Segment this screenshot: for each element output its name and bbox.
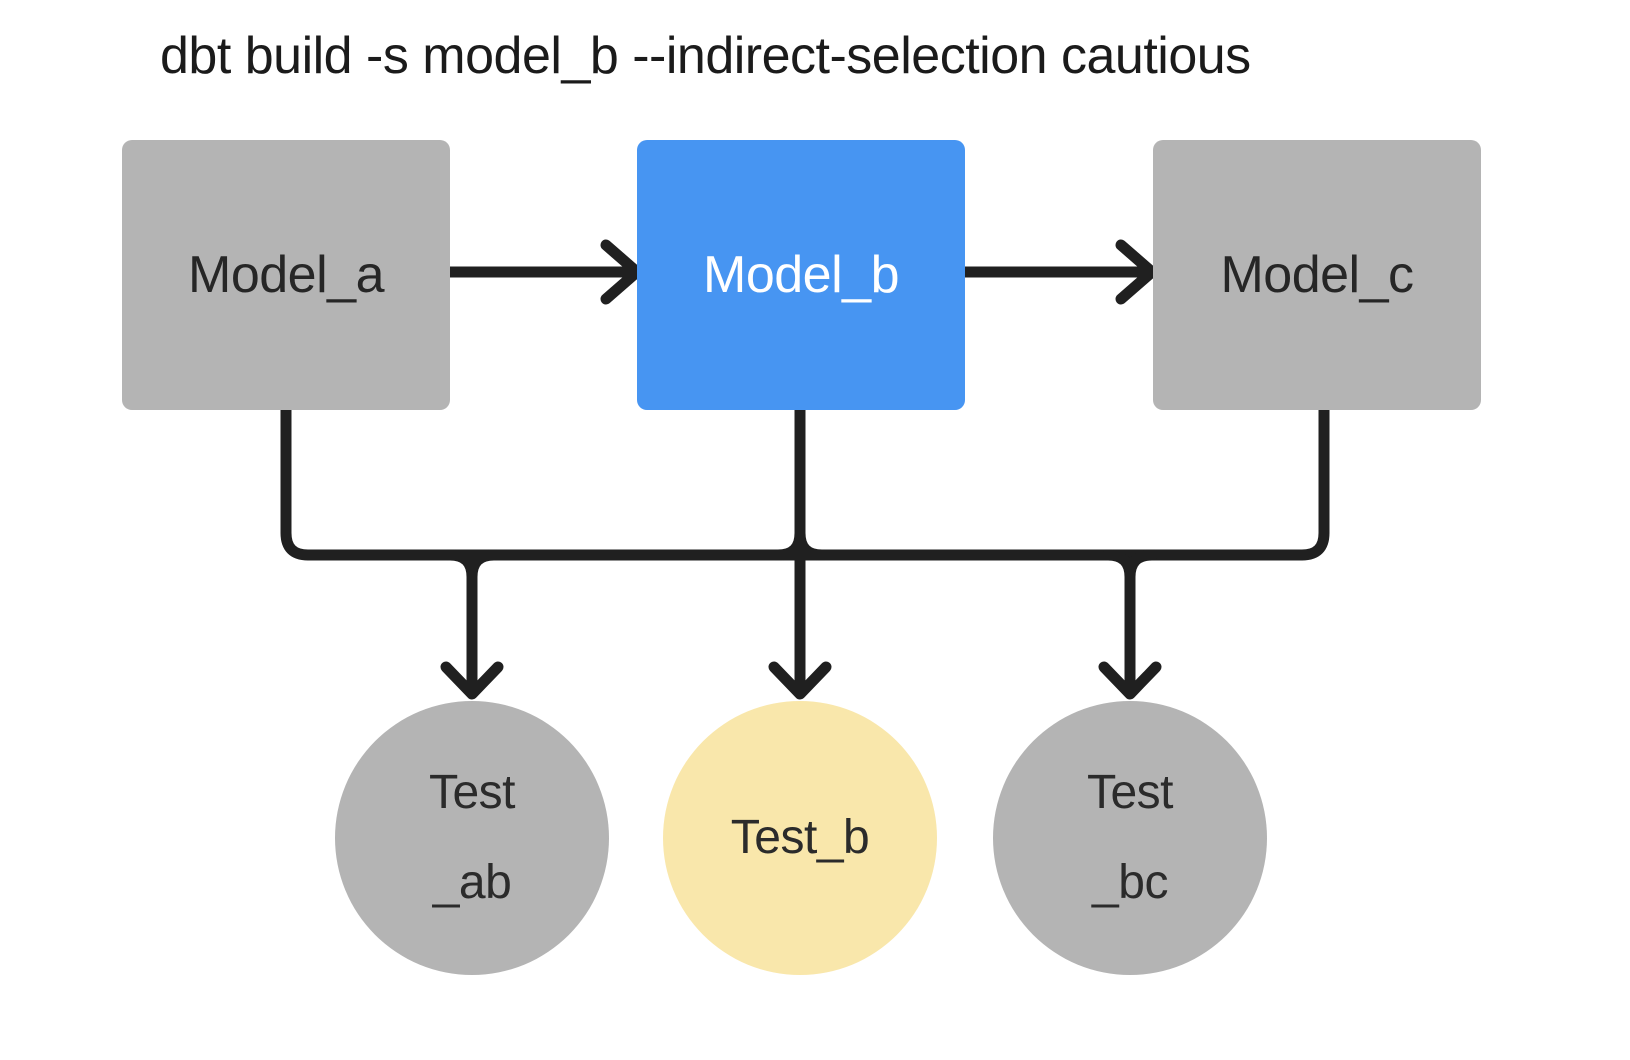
node-test-b-indirect: Test_b [663,701,937,975]
node-test-ab-label-line2: _ab [432,856,512,909]
node-test-ab: Test _ab [335,701,609,975]
node-model-b-selected: Model_b [637,140,965,410]
edge-drop-test-ab [440,549,504,700]
node-test-bc-label-line1: Test [1086,766,1174,819]
node-model-b-label: Model_b [703,246,899,304]
edge-model-b-to-model-c [959,239,1158,305]
node-model-a: Model_a [122,140,450,410]
node-test-bc-label-line2: _bc [1092,856,1168,909]
node-test-b-label-line1: Test_b [730,811,870,864]
node-test-bc: Test _bc [993,701,1267,975]
edge-drop-test-b [768,404,832,700]
node-model-c-label: Model_c [1220,246,1414,304]
edge-drop-test-bc [1098,549,1162,700]
diagram-title: dbt build -s model_b --indirect-selectio… [160,27,1251,85]
edge-model-a-to-model-b [444,239,643,305]
node-model-a-label: Model_a [188,246,384,304]
edge-bus-models-to-tests [280,404,1330,561]
node-model-c: Model_c [1153,140,1481,410]
node-test-ab-label-line1: Test [428,766,516,819]
